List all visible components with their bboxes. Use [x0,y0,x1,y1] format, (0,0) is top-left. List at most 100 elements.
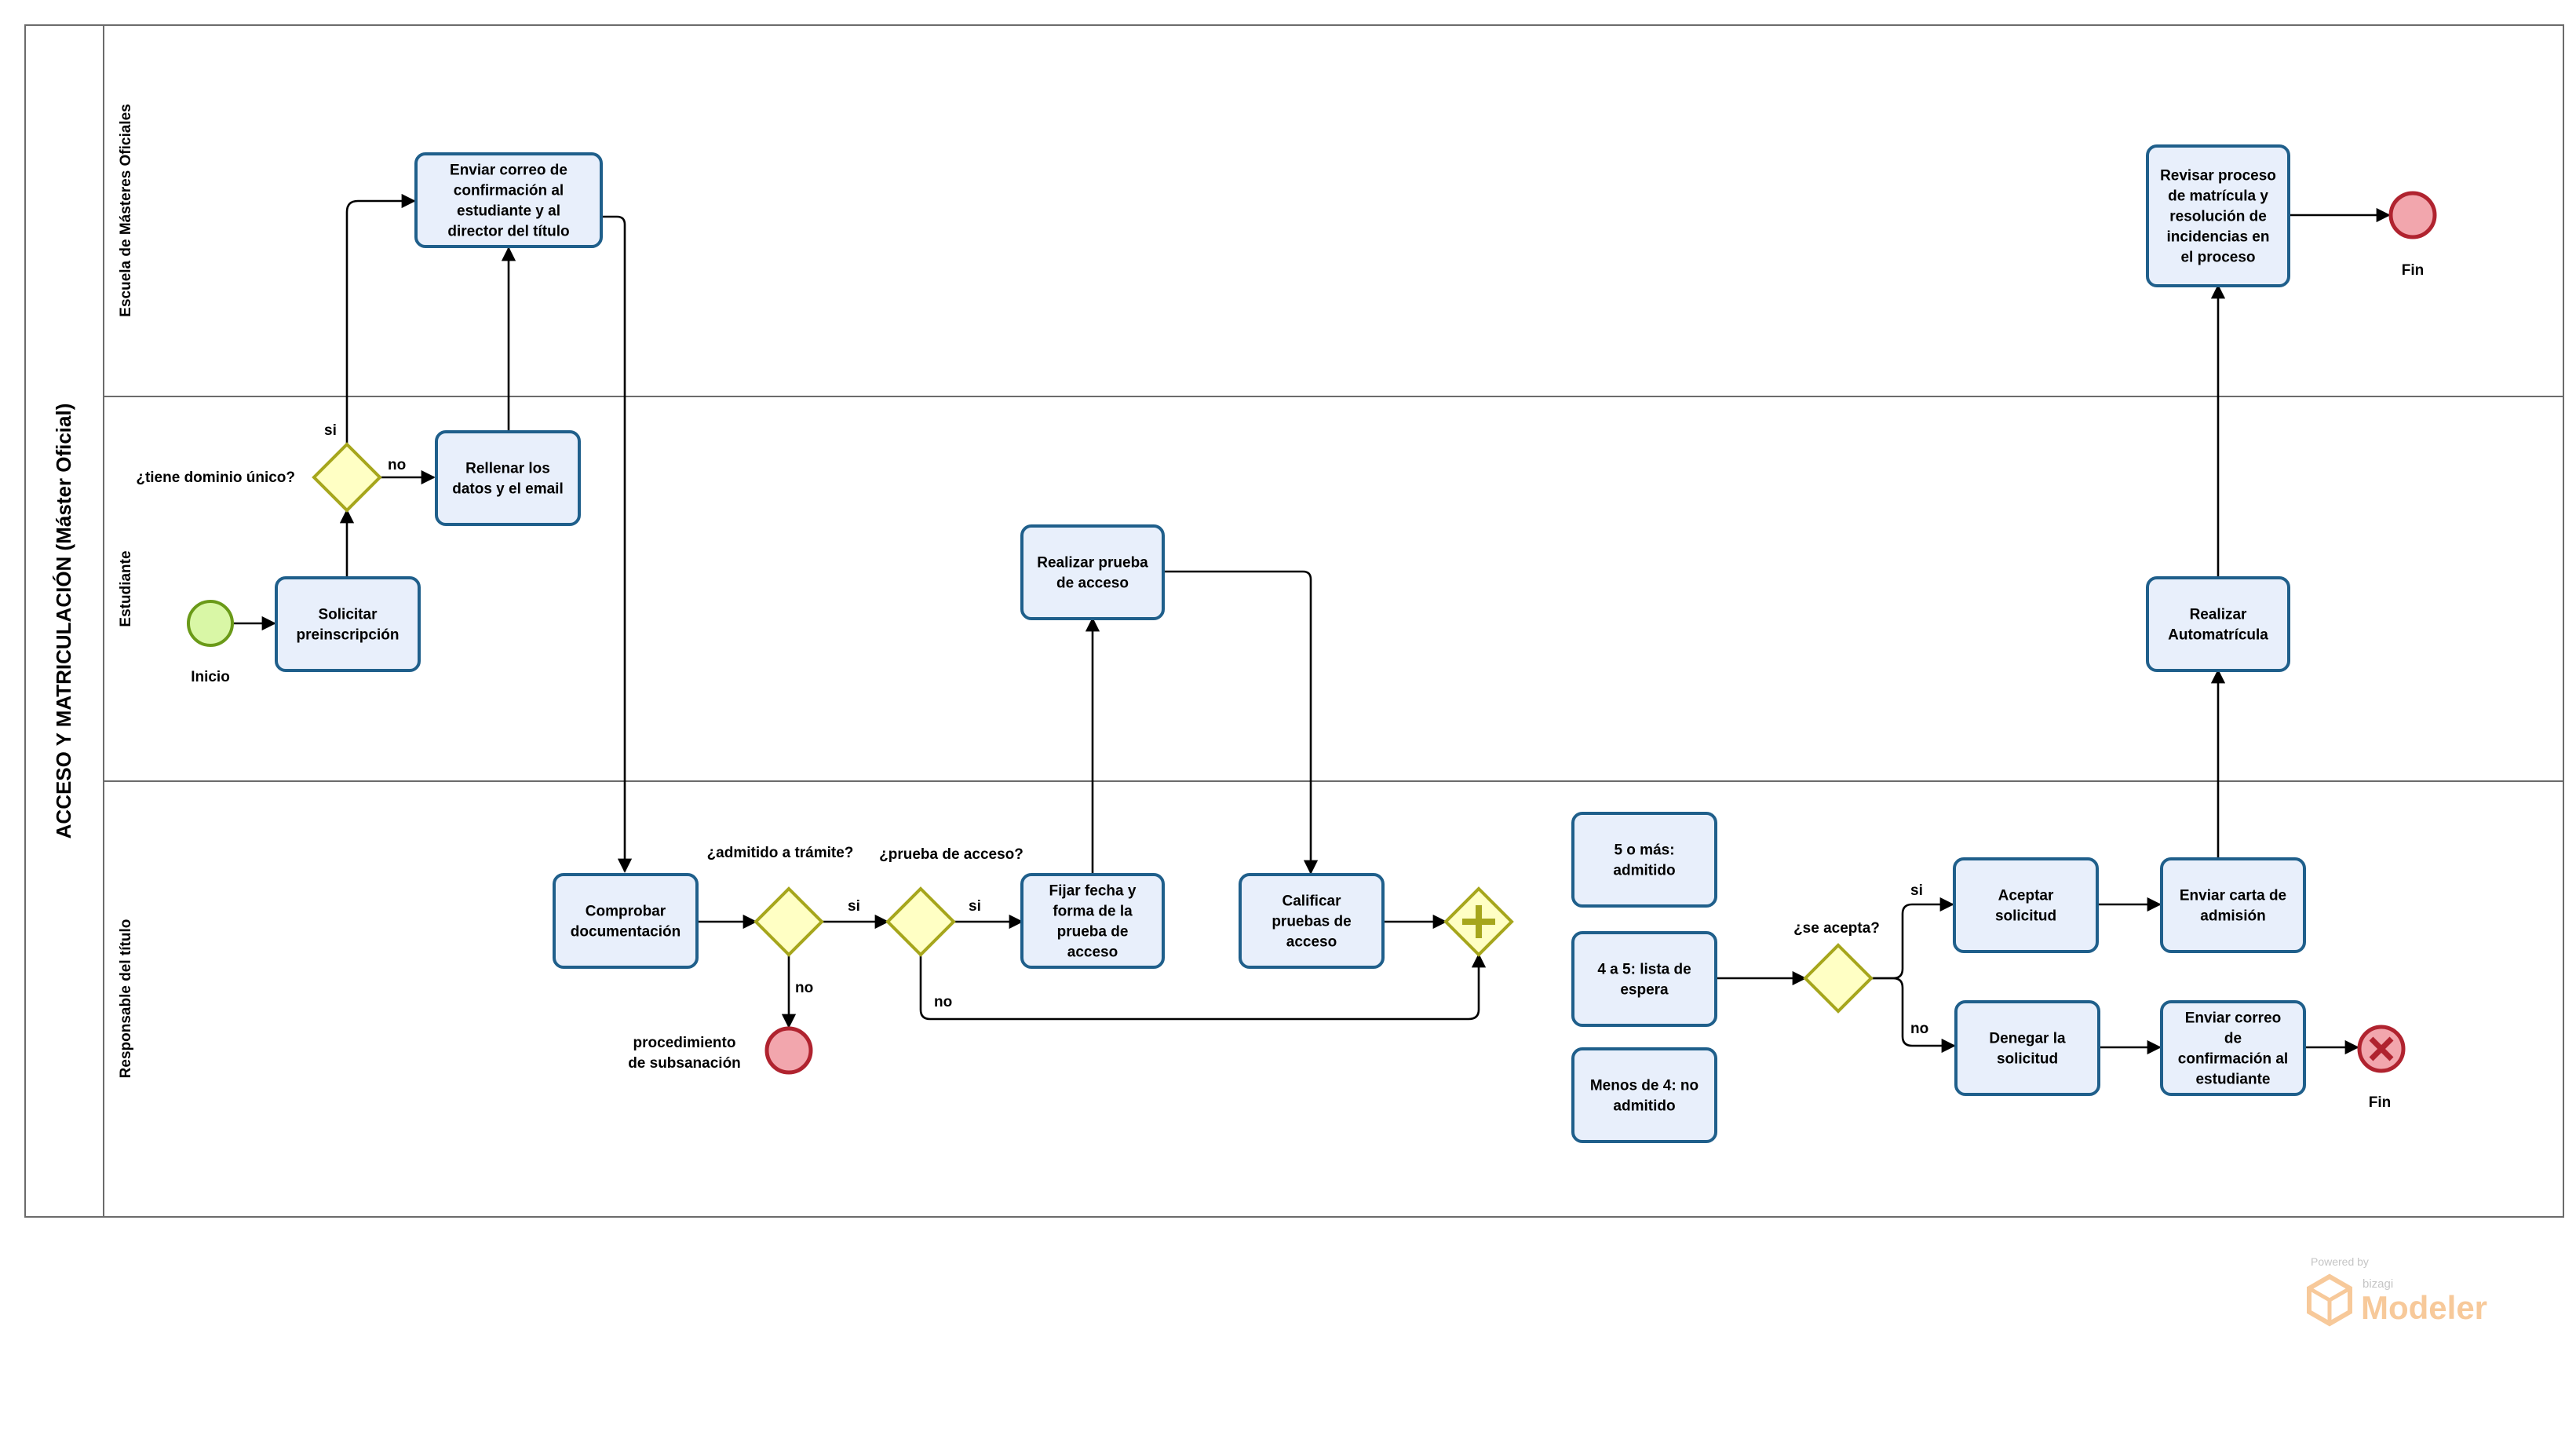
flow-label-no-acepta: no [1910,1021,1928,1037]
task-box [2146,576,2290,672]
task-label-line: pruebas de [1272,914,1351,930]
gateway-acepta[interactable]: ¿se acepta? [1793,920,1880,1014]
watermark-powered: Powered by [2311,1255,2369,1268]
end-event-fin-error[interactable]: Fin [2357,1025,2406,1111]
task-label-line: Calificar [1283,893,1342,910]
task-label-line: resolución de [2169,209,2267,225]
watermark-brand: bizagi [2363,1277,2393,1291]
task-rellenar[interactable]: Rellenar los datos y el email [435,430,581,526]
task-label-line: Solicitar [319,607,378,623]
flow-label-si-acepta: si [1910,882,1923,899]
end-event-subsanacion-label-2: de subsanación [628,1055,741,1072]
task-box [1954,1000,2100,1096]
flow-enviar-correo-comprobar [603,215,633,873]
gateway-join-parallel[interactable] [1443,886,1514,957]
task-label-line: admisión [2200,908,2265,925]
gateways: ¿tiene dominio único? ¿admitido a trámit… [136,442,1880,1014]
task-box [2146,144,2290,287]
gateway-prueba-question: ¿prueba de acceso? [879,846,1023,863]
gateway-acepta-question: ¿se acepta? [1793,920,1880,937]
task-label-line: 5 o más: [1614,842,1674,859]
events: Inicio procedimiento de subsanación Fin … [187,191,2437,1111]
gateway-prueba[interactable]: ¿prueba de acceso? [879,846,1023,957]
task-carta[interactable]: Enviar carta de admisión [2160,857,2306,953]
plus-icon [1462,905,1495,938]
task-label-line: acceso [1286,934,1337,951]
task-calificar[interactable]: Calificar pruebas de acceso [1239,873,1385,969]
gateway-admitido[interactable]: ¿admitido a trámite? [707,845,854,957]
pool-title: ACCESO Y MATRICULACIÓN (Máster Oficial) [52,404,75,839]
task-box [414,152,603,248]
lane-label-escuela: Escuela de Másteres Oficiales [118,104,134,316]
task-label-line: admitido [1613,1098,1675,1115]
task-label-line: estudiante y al [457,203,560,220]
flow-label-no-admitido: no [795,980,813,996]
task-box [1953,857,2099,953]
task-label-line: Menos de 4: no [1590,1078,1698,1094]
bizagi-logo-icon [2307,1273,2352,1327]
task-label-line: de acceso [1056,575,1129,592]
task-label-line: el proceso [2180,250,2255,266]
flow-label-no-prueba: no [934,994,952,1010]
end-event-subsanacion[interactable]: procedimiento de subsanación [628,1026,813,1075]
start-event-inicio[interactable]: Inicio [187,600,234,685]
task-revisar[interactable]: Revisar proceso de matrícula y resolución … [2146,144,2290,287]
task-box [2160,857,2306,953]
end-event-fin-error-label: Fin [2369,1094,2392,1111]
task-menos[interactable]: Menos de 4: no admitido [1571,1047,1717,1143]
end-event-subsanacion-label-1: procedimiento [633,1035,736,1051]
task-label-line: Enviar carta de [2180,888,2286,904]
flow-acepta-denegar [1871,977,1956,1054]
end-event-fin-top[interactable]: Fin [2388,191,2437,279]
gateway-dominio[interactable]: ¿tiene dominio único? [136,442,382,513]
task-label-line: director del título [447,224,569,240]
task-label-line: estudiante [2195,1072,2270,1088]
lane-label-estudiante: Estudiante [118,550,134,627]
flow-label-no-dominio: no [388,457,406,473]
task-cinco[interactable]: 5 o más: admitido [1571,812,1717,908]
flow-label-si-prueba: si [969,898,981,915]
task-label-line: datos y el email [452,481,564,498]
task-label-line: acceso [1067,944,1118,961]
flow-label-si-admitido: si [848,898,860,915]
end-event-fin-top-label: Fin [2402,262,2425,279]
task-label-line: Rellenar los [465,461,550,477]
task-box [1239,873,1385,969]
start-event-label: Inicio [191,669,230,685]
task-label-line: Denegar la [1989,1031,2066,1047]
task-label-line: solicitud [1995,908,2056,925]
task-label-line: incidencias en [2167,229,2270,246]
task-label-line: admitido [1613,863,1675,879]
task-box [435,430,581,526]
task-box [1020,873,1165,969]
task-label-line: Revisar proceso [2160,168,2276,184]
task-box [275,576,421,672]
bizagi-watermark: Powered by bizagi Modeler [2307,1255,2487,1327]
task-box [1020,524,1165,620]
task-label-line: forma de la [1053,904,1133,920]
flow-labels: si no si no si no si no [324,422,1928,1037]
flow-realizar-prueba-calificar [1165,570,1319,875]
task-label-line: Enviar correo de [450,163,567,179]
task-box [1571,1047,1717,1143]
task-box [1571,931,1717,1027]
task-box [2160,1000,2306,1096]
task-label-line: espera [1620,982,1669,999]
flow-prueba-no-join [919,953,1487,1021]
error-x-icon [2369,1036,2394,1061]
task-label-line: confirmación al [2178,1051,2288,1068]
task-label-line: Automatrícula [2168,627,2268,644]
task-label-line: de matrícula y [2168,188,2268,205]
